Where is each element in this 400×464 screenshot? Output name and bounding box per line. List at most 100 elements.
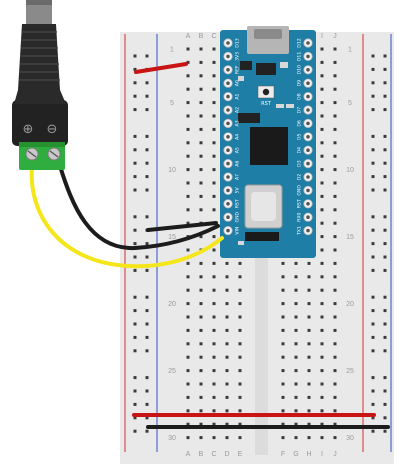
breadboard-hole[interactable] [281, 302, 285, 306]
breadboard-hole[interactable] [333, 369, 337, 373]
breadboard-hole[interactable] [307, 395, 311, 399]
breadboard-hole[interactable] [199, 74, 203, 78]
breadboard-hole[interactable] [281, 409, 285, 413]
breadboard-hole[interactable] [212, 47, 216, 51]
breadboard-hole[interactable] [294, 395, 298, 399]
rail-hole[interactable] [383, 188, 387, 192]
rail-hole[interactable] [145, 429, 149, 433]
breadboard-hole[interactable] [199, 302, 203, 306]
breadboard-hole[interactable] [320, 141, 324, 145]
rail-hole[interactable] [371, 309, 375, 313]
rail-hole[interactable] [371, 268, 375, 272]
breadboard-hole[interactable] [186, 275, 190, 279]
rail-hole[interactable] [145, 161, 149, 165]
breadboard-hole[interactable] [199, 181, 203, 185]
breadboard-hole[interactable] [186, 328, 190, 332]
breadboard-hole[interactable] [320, 101, 324, 105]
breadboard-hole[interactable] [199, 194, 203, 198]
rail-hole[interactable] [371, 242, 375, 246]
breadboard-hole[interactable] [212, 127, 216, 131]
rail-hole[interactable] [133, 322, 137, 326]
breadboard-hole[interactable] [307, 342, 311, 346]
breadboard-hole[interactable] [212, 369, 216, 373]
rail-hole[interactable] [133, 188, 137, 192]
breadboard-hole[interactable] [333, 168, 337, 172]
breadboard-hole[interactable] [186, 141, 190, 145]
rail-hole[interactable] [145, 242, 149, 246]
rail-hole[interactable] [371, 134, 375, 138]
breadboard-hole[interactable] [320, 382, 324, 386]
rail-hole[interactable] [145, 322, 149, 326]
breadboard-hole[interactable] [320, 436, 324, 440]
breadboard-hole[interactable] [199, 342, 203, 346]
rail-hole[interactable] [383, 322, 387, 326]
breadboard-hole[interactable] [225, 302, 229, 306]
breadboard-hole[interactable] [199, 369, 203, 373]
breadboard-hole[interactable] [238, 328, 242, 332]
rail-hole[interactable] [145, 389, 149, 393]
breadboard-hole[interactable] [225, 275, 229, 279]
breadboard-hole[interactable] [320, 208, 324, 212]
breadboard-hole[interactable] [186, 248, 190, 252]
breadboard-hole[interactable] [294, 436, 298, 440]
rail-hole[interactable] [383, 349, 387, 353]
breadboard-hole[interactable] [186, 127, 190, 131]
breadboard-hole[interactable] [212, 261, 216, 265]
breadboard-hole[interactable] [186, 355, 190, 359]
breadboard-hole[interactable] [212, 60, 216, 64]
rail-hole[interactable] [371, 349, 375, 353]
breadboard-hole[interactable] [307, 409, 311, 413]
rail-hole[interactable] [145, 402, 149, 406]
rail-hole[interactable] [383, 81, 387, 85]
rail-hole[interactable] [145, 94, 149, 98]
breadboard-hole[interactable] [199, 315, 203, 319]
breadboard-hole[interactable] [199, 208, 203, 212]
rail-hole[interactable] [133, 255, 137, 259]
rail-hole[interactable] [371, 389, 375, 393]
breadboard-hole[interactable] [186, 114, 190, 118]
breadboard-hole[interactable] [281, 422, 285, 426]
breadboard-hole[interactable] [281, 275, 285, 279]
rail-hole[interactable] [145, 309, 149, 313]
breadboard-hole[interactable] [333, 235, 337, 239]
rail-hole[interactable] [371, 335, 375, 339]
breadboard-hole[interactable] [225, 328, 229, 332]
rail-hole[interactable] [145, 175, 149, 179]
breadboard-hole[interactable] [320, 221, 324, 225]
breadboard-hole[interactable] [186, 382, 190, 386]
breadboard-hole[interactable] [333, 47, 337, 51]
breadboard-hole[interactable] [199, 436, 203, 440]
breadboard-hole[interactable] [294, 422, 298, 426]
breadboard-hole[interactable] [199, 168, 203, 172]
rail-hole[interactable] [133, 429, 137, 433]
breadboard-hole[interactable] [294, 315, 298, 319]
breadboard-hole[interactable] [212, 382, 216, 386]
rail-hole[interactable] [145, 54, 149, 58]
rail-hole[interactable] [133, 309, 137, 313]
breadboard-hole[interactable] [225, 342, 229, 346]
breadboard-hole[interactable] [307, 328, 311, 332]
breadboard-hole[interactable] [307, 382, 311, 386]
breadboard-hole[interactable] [238, 395, 242, 399]
breadboard-hole[interactable] [307, 275, 311, 279]
breadboard-hole[interactable] [307, 315, 311, 319]
breadboard-hole[interactable] [225, 436, 229, 440]
breadboard-hole[interactable] [199, 114, 203, 118]
rail-hole[interactable] [133, 349, 137, 353]
rail-hole[interactable] [133, 54, 137, 58]
rail-hole[interactable] [383, 309, 387, 313]
breadboard-hole[interactable] [294, 261, 298, 265]
breadboard-hole[interactable] [281, 328, 285, 332]
breadboard-hole[interactable] [238, 315, 242, 319]
breadboard-hole[interactable] [320, 74, 324, 78]
breadboard-hole[interactable] [199, 141, 203, 145]
breadboard-hole[interactable] [333, 154, 337, 158]
breadboard-hole[interactable] [212, 395, 216, 399]
rail-hole[interactable] [383, 215, 387, 219]
breadboard-hole[interactable] [307, 261, 311, 265]
rail-hole[interactable] [133, 402, 137, 406]
breadboard-hole[interactable] [238, 288, 242, 292]
breadboard-hole[interactable] [294, 342, 298, 346]
breadboard-hole[interactable] [186, 302, 190, 306]
breadboard-hole[interactable] [186, 47, 190, 51]
